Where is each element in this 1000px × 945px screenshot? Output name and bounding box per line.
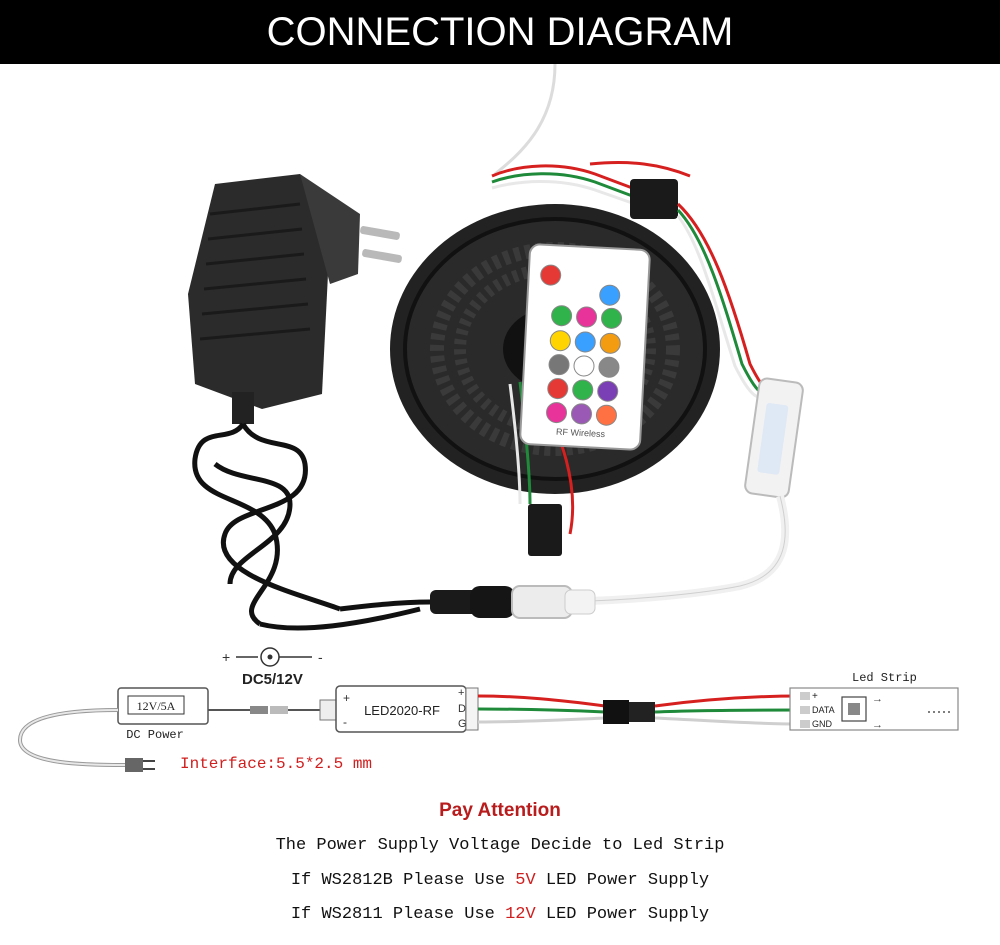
power-adapter xyxy=(188,174,402,424)
dc-voltage-label: DC5/12V xyxy=(242,671,303,688)
controller-pin-plus: + xyxy=(458,687,464,699)
remote-button xyxy=(601,307,623,329)
dc-minus-sign: - xyxy=(318,649,323,665)
power-box xyxy=(117,687,209,725)
power-box-caption: DC Power xyxy=(126,728,184,742)
remote-button xyxy=(597,380,619,402)
mini-controller xyxy=(744,377,804,499)
remote-button xyxy=(551,305,573,327)
note-line-2-after: LED Power Supply xyxy=(535,871,710,890)
remote-button xyxy=(546,402,568,424)
white-cable xyxy=(589,494,790,605)
wire-white-left xyxy=(477,716,606,724)
remote-button xyxy=(573,355,595,377)
strip-pin-plus: + xyxy=(812,691,818,702)
controller-plus: + xyxy=(343,691,350,705)
wire-green-left xyxy=(477,707,606,714)
wire-red-right xyxy=(654,694,801,708)
strip-title: Led Strip xyxy=(852,671,917,685)
controller-minus: - xyxy=(343,715,347,729)
jst-connector-right xyxy=(629,702,655,722)
strip-pin-data: DATA xyxy=(812,705,835,715)
note-line-2: If WS2812B Please Use 5V LED Power Suppl… xyxy=(0,871,1000,890)
black-cable xyxy=(192,422,431,631)
strip-pin-gnd: GND xyxy=(812,719,833,729)
remote-button xyxy=(547,378,569,400)
remote-button xyxy=(595,404,617,426)
remote-button xyxy=(576,306,598,328)
remote-label: RF Wireless xyxy=(556,427,606,440)
remote-button xyxy=(548,354,570,376)
jst-connector-left xyxy=(603,700,629,724)
rf-remote: RF Wireless xyxy=(519,243,651,451)
header-banner: CONNECTION DIAGRAM xyxy=(0,0,1000,64)
power-box-label: 12V/5A xyxy=(137,699,176,713)
remote-button xyxy=(599,332,621,354)
svg-text:→: → xyxy=(872,719,883,731)
mains-plug xyxy=(125,758,143,772)
controller-pin-d: D xyxy=(458,703,466,715)
remote-button xyxy=(549,330,571,352)
remote-button xyxy=(572,379,594,401)
page-title: CONNECTION DIAGRAM xyxy=(266,9,734,54)
note-line-3-before: If WS2811 Please Use xyxy=(290,905,506,924)
controller-pin-g: G xyxy=(458,718,467,730)
remote-button xyxy=(599,284,621,306)
remote-button xyxy=(570,403,592,425)
data-wire-top xyxy=(494,64,557,176)
note-line-3: If WS2811 Please Use 12V LED Power Suppl… xyxy=(0,905,1000,924)
dc-plus-sign: + xyxy=(222,649,230,665)
wiring-schematic: + - DC5/12V 12V/5A DC Power + - LED2020-… xyxy=(17,647,959,773)
note-line-3-after: LED Power Supply xyxy=(535,905,710,924)
note-line-2-before: If WS2812B Please Use xyxy=(290,871,516,890)
jst-connector-top xyxy=(630,179,678,219)
note-line-3-highlight: 12V xyxy=(505,905,536,924)
remote-button xyxy=(540,264,562,286)
note-line-1: The Power Supply Voltage Decide to Led S… xyxy=(275,836,725,855)
svg-text:→: → xyxy=(872,693,883,705)
controller-label: LED2020-RF xyxy=(364,703,440,718)
note-line-2-highlight: 5V xyxy=(515,871,536,890)
wire-green-right xyxy=(654,708,801,714)
wire-red-left xyxy=(477,694,606,708)
jst-connector-bottom xyxy=(528,504,562,556)
product-illustration: RF Wireless xyxy=(188,64,804,631)
wire-white-right xyxy=(654,716,801,726)
remote-button xyxy=(598,356,620,378)
remote-button xyxy=(574,331,596,353)
interface-label: Interface:5.5*2.5 mm xyxy=(180,755,372,773)
dc-jack xyxy=(430,585,596,619)
attention-heading: Pay Attention xyxy=(439,800,561,821)
led-strip xyxy=(789,687,959,731)
